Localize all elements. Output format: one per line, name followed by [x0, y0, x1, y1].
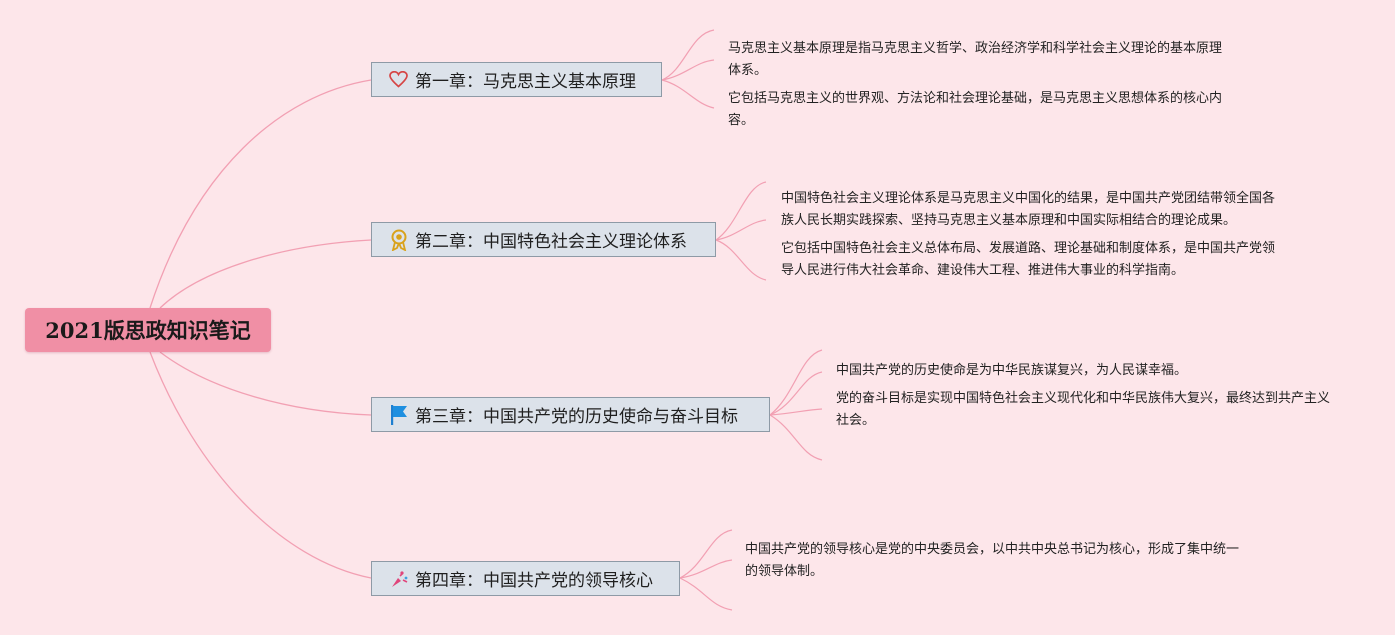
chapter-4-topic[interactable]: 第四章：中国共产党的领导核心 [371, 561, 680, 596]
link-root-ch4 [149, 351, 372, 579]
chapter-2-notes: 中国特色社会主义理论体系是马克思主义中国化的结果，是中国共产党团结带领全国各族人… [781, 188, 1279, 288]
chapter-1-note-1[interactable]: 马克思主义基本原理是指马克思主义哲学、政治经济学和科学社会主义理论的基本原理体系… [728, 41, 1223, 78]
root-topic[interactable]: 2021版思政知识笔记 [25, 308, 271, 352]
chapter-3-topic[interactable]: 第三章：中国共产党的历史使命与奋斗目标 [371, 397, 770, 432]
chapter-3-note-2[interactable]: 党的奋斗目标是实现中国特色社会主义现代化和中华民族伟大复兴，最终达到共产主义社会… [836, 391, 1331, 428]
link-root-ch1 [149, 79, 372, 309]
link-ch2-note1 [715, 219, 767, 241]
link-ch2-note2 [715, 239, 767, 281]
link-ch1-top [661, 29, 715, 81]
link-root-ch3 [159, 351, 372, 416]
link-ch1-note2 [661, 79, 715, 109]
chapter-2-note-1[interactable]: 中国特色社会主义理论体系是马克思主义中国化的结果，是中国共产党团结带领全国各族人… [781, 191, 1276, 228]
link-ch3-top [769, 349, 823, 416]
link-ch3-note1 [769, 371, 823, 416]
root-title: 2021版思政知识笔记 [45, 318, 251, 343]
chapter-3-notes: 中国共产党的历史使命是为中华民族谋复兴，为人民谋幸福。 党的奋斗目标是实现中国特… [836, 360, 1336, 438]
flag-icon [388, 404, 409, 425]
chapter-1-topic[interactable]: 第一章：马克思主义基本原理 [371, 62, 662, 97]
heart-icon [388, 69, 409, 90]
link-ch4-top [679, 529, 733, 579]
party-popper-icon [388, 568, 409, 589]
chapter-1-title: 第一章：马克思主义基本原理 [415, 72, 636, 92]
chapter-4-notes: 中国共产党的领导核心是党的中央委员会，以中共中央总书记为核心，形成了集中统一的领… [745, 539, 1243, 589]
chapter-2-title: 第二章：中国特色社会主义理论体系 [415, 232, 687, 252]
chapter-4-title: 第四章：中国共产党的领导核心 [415, 571, 653, 591]
chapter-2-topic[interactable]: 第二章：中国特色社会主义理论体系 [371, 222, 716, 257]
chapter-4-note-1[interactable]: 中国共产党的领导核心是党的中央委员会，以中共中央总书记为核心，形成了集中统一的领… [745, 542, 1240, 579]
chapter-3-title: 第三章：中国共产党的历史使命与奋斗目标 [415, 407, 738, 427]
link-ch4-bottom [679, 577, 733, 611]
chapter-1-note-2[interactable]: 它包括马克思主义的世界观、方法论和社会理论基础，是马克思主义思想体系的核心内容。 [728, 91, 1223, 128]
link-ch4-note1 [679, 559, 733, 579]
link-root-ch2 [159, 239, 372, 309]
link-ch3-note2 [769, 408, 823, 416]
chapter-3-note-1[interactable]: 中国共产党的历史使命是为中华民族谋复兴，为人民谋幸福。 [836, 363, 1188, 378]
link-ch1-note1 [661, 59, 715, 81]
award-medal-icon [388, 229, 409, 251]
link-ch3-bottom [769, 414, 823, 461]
link-ch2-top [715, 181, 767, 241]
chapter-2-note-2[interactable]: 它包括中国特色社会主义总体布局、发展道路、理论基础和制度体系，是中国共产党领导人… [781, 241, 1276, 278]
chapter-1-notes: 马克思主义基本原理是指马克思主义哲学、政治经济学和科学社会主义理论的基本原理体系… [728, 38, 1226, 138]
